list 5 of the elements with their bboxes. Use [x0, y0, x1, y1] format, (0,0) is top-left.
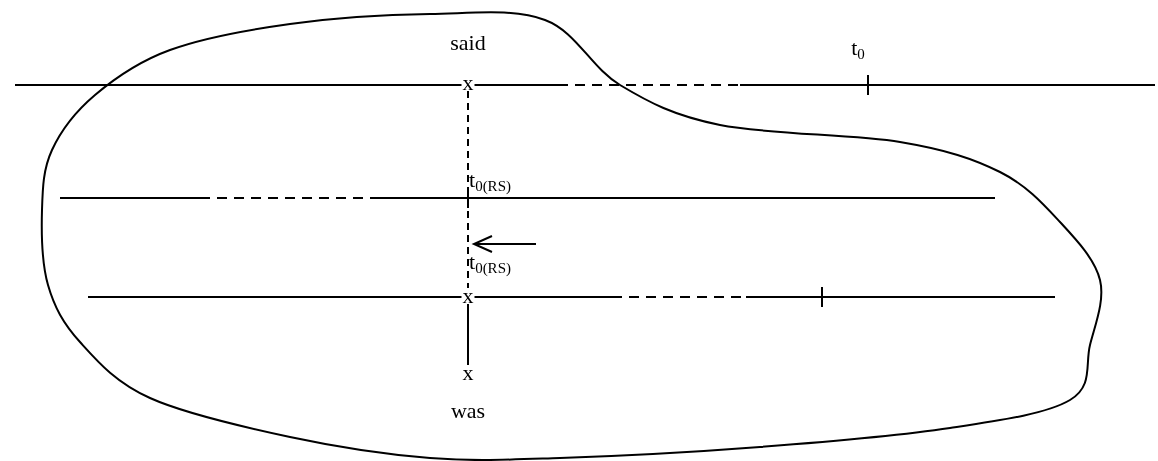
connector-line [467, 90, 469, 289]
connector-line [467, 303, 469, 366]
time-label: was [450, 400, 486, 422]
time-label: t$_{0}$ [851, 37, 865, 59]
time-label: said [450, 32, 486, 54]
